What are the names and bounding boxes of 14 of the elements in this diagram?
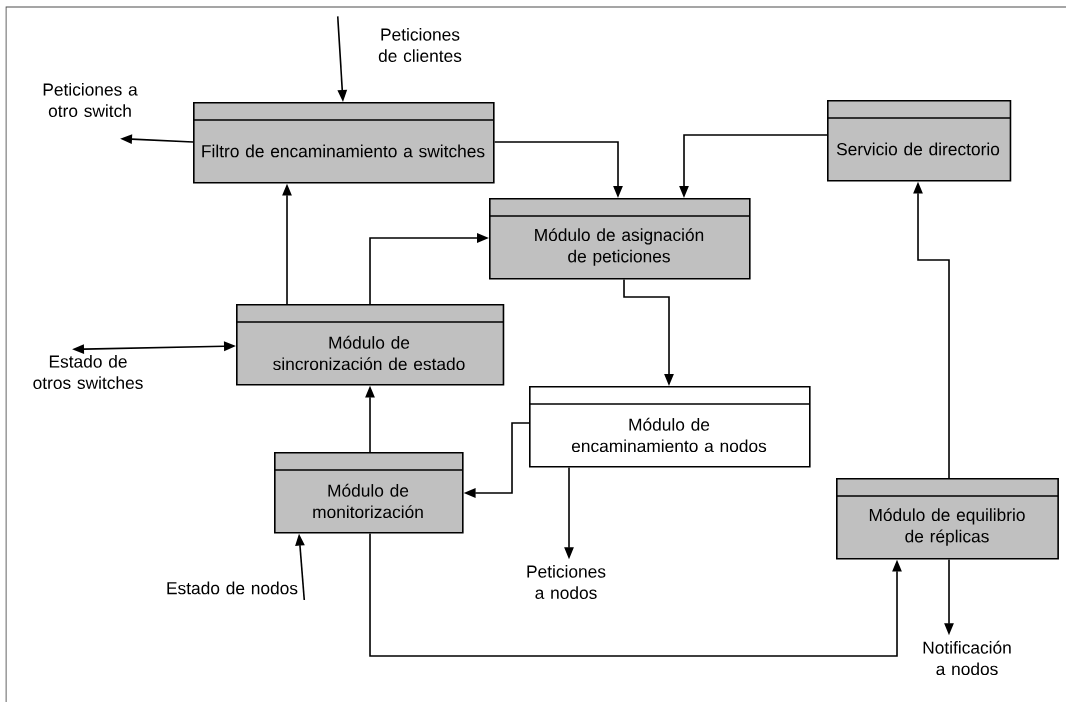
- io-label: Estado de nodos: [167, 581, 298, 595]
- io-label: Peticiones de clientes: [378, 27, 462, 62]
- io-label: Peticiones a nodos: [527, 564, 606, 599]
- module-box: Módulo de sincronización de estado: [235, 304, 505, 386]
- module-box: Módulo de encaminamiento a nodos: [528, 386, 811, 468]
- module-box: Servicio de directorio: [826, 100, 1012, 182]
- arrow: [369, 532, 902, 657]
- module-box: Filtro de encaminamiento a switches: [192, 102, 495, 184]
- io-label: Notificación a nodos: [923, 640, 1011, 676]
- module-box: Módulo de asignación de peticiones: [488, 198, 751, 280]
- io-label: Estado de otros switches: [33, 354, 143, 389]
- io-label: Peticiones a otro switch: [43, 82, 138, 117]
- module-box: Módulo de monitorización: [273, 452, 464, 534]
- module-box: Módulo de equilibrio de réplicas: [835, 478, 1059, 560]
